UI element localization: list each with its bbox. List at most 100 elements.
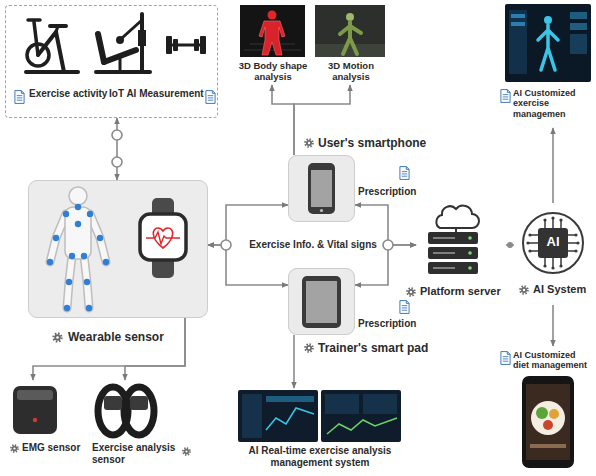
- diet-app-phone: [536, 407, 548, 419]
- exercise-sensor-picture: [98, 387, 154, 435]
- exercise-app-screen: [570, 34, 587, 54]
- body-shape-picture: [259, 21, 285, 55]
- ai-chip-icon: [559, 218, 562, 221]
- wearable-panel: [140, 214, 186, 260]
- ai-chip-icon: [574, 249, 577, 252]
- node-label: 3D Motion analysis: [313, 61, 389, 83]
- server-icon-picture: [455, 228, 457, 232]
- dumbbell-icon: [166, 36, 172, 54]
- exercise-bike-icon: [34, 22, 38, 55]
- wearable-panel: [28, 180, 208, 318]
- smartphone-panel: [288, 155, 355, 222]
- emg-sensor-picture: [33, 418, 37, 422]
- connector: [33, 318, 185, 380]
- weight-machine-icon: [138, 30, 146, 46]
- device-box: Trainer's smart pad: [288, 268, 355, 335]
- exercise-sensor-picture: [130, 396, 148, 410]
- wearable-panel: [69, 187, 87, 205]
- junction-circle: [112, 130, 122, 140]
- weight-machine-icon: [119, 57, 122, 72]
- text-slot: Exercise Info. & Vital signs: [238, 239, 388, 251]
- exercise-bike-icon: [26, 70, 78, 74]
- diet-app-phone: [530, 444, 566, 448]
- exercise-app-screen: [505, 4, 591, 82]
- analysis-screens: [325, 394, 359, 414]
- text-slot: EMG sensor: [22, 442, 80, 454]
- text-slot: Platform server: [420, 285, 501, 298]
- ai-chip-icon: [551, 266, 554, 269]
- exercise-bike-icon: [56, 26, 58, 32]
- node-label: Trainer's smart pad: [318, 342, 428, 356]
- node-label: AI System: [533, 283, 586, 296]
- text-slot: Prescription: [358, 186, 416, 198]
- annotation-label: Prescription: [358, 318, 416, 330]
- sensor-box: Wearable sensor: [28, 180, 208, 318]
- text-slot: Exercise activity: [29, 88, 107, 100]
- document-icon: [206, 91, 215, 104]
- diet-app-phone: [522, 376, 574, 468]
- gear-icon: [11, 139, 528, 455]
- junction-circle: [112, 157, 122, 167]
- ai-chip-icon: [576, 241, 579, 244]
- node-label: AI: [538, 235, 568, 250]
- smart-pad-panel: [306, 281, 337, 323]
- dumbbell-icon: [200, 36, 206, 54]
- ai-chip-icon: [523, 213, 583, 273]
- connector: [293, 335, 295, 388]
- document-icon: [15, 90, 510, 365]
- motion-picture: [315, 5, 385, 57]
- gear-icon: [183, 448, 190, 455]
- gear-icon: [520, 286, 528, 294]
- wearable-panel: [53, 235, 59, 241]
- diet-app-phone: [526, 384, 570, 460]
- wearable-panel: [75, 221, 81, 227]
- wearable-panel: [103, 259, 109, 265]
- server-icon-picture: [436, 206, 479, 228]
- ai-node: AI AI System: [514, 203, 594, 305]
- text-slot: User's smartphone: [318, 137, 426, 151]
- smart-pad-panel: [302, 276, 341, 328]
- exercise-app-screen: [544, 16, 552, 24]
- body-shape-picture: [240, 5, 305, 57]
- text-slot: Prescription: [358, 318, 416, 330]
- connector: [552, 128, 554, 203]
- smartphone-panel: [308, 163, 335, 214]
- weight-machine-icon: [96, 70, 150, 74]
- wearable-panel: [97, 235, 103, 241]
- gear-icon: [305, 344, 313, 352]
- device-box: User's smartphone: [288, 155, 355, 222]
- emg-sensor-picture: [13, 386, 57, 434]
- gear-icon: [305, 139, 313, 147]
- wearable-panel: [66, 279, 72, 285]
- connector: [208, 245, 288, 285]
- connector: [125, 318, 185, 380]
- gear-icon: [407, 288, 415, 296]
- text-slot: AI: [538, 235, 568, 250]
- motion-picture: [315, 44, 385, 57]
- ai-chip-icon: [528, 249, 531, 252]
- ai-chip-icon: [528, 218, 578, 268]
- diet-app-phone: [543, 420, 553, 430]
- emg-sensor-picture: [13, 386, 57, 434]
- ai-chip-icon: [551, 216, 554, 219]
- ai-chip-icon: [543, 264, 546, 267]
- screen-panel: AI Real-time exercise analysis managemen…: [236, 388, 404, 474]
- node-label: Exercise analysis sensor: [92, 442, 182, 465]
- node-label: AI Real-time exercise analysis managemen…: [236, 445, 404, 468]
- exercise-app-screen: [505, 4, 591, 82]
- document-icon: [501, 352, 510, 365]
- analysis-screens: [266, 396, 314, 402]
- text-slot: 3D Motion analysis: [313, 61, 389, 83]
- node-label: AI Customized diet management: [513, 350, 591, 371]
- text-slot: AI Real-time exercise analysis managemen…: [236, 445, 404, 468]
- motion-picture: [346, 13, 354, 21]
- weight-machine-icon: [98, 34, 104, 62]
- analysis-screens: [266, 408, 314, 430]
- wearable-panel: [69, 253, 75, 259]
- node-label: IoT AI Measurement: [109, 88, 204, 100]
- weight-machine-icon: [116, 36, 124, 44]
- gear-icon: [53, 333, 61, 341]
- wearable-panel: [47, 204, 109, 311]
